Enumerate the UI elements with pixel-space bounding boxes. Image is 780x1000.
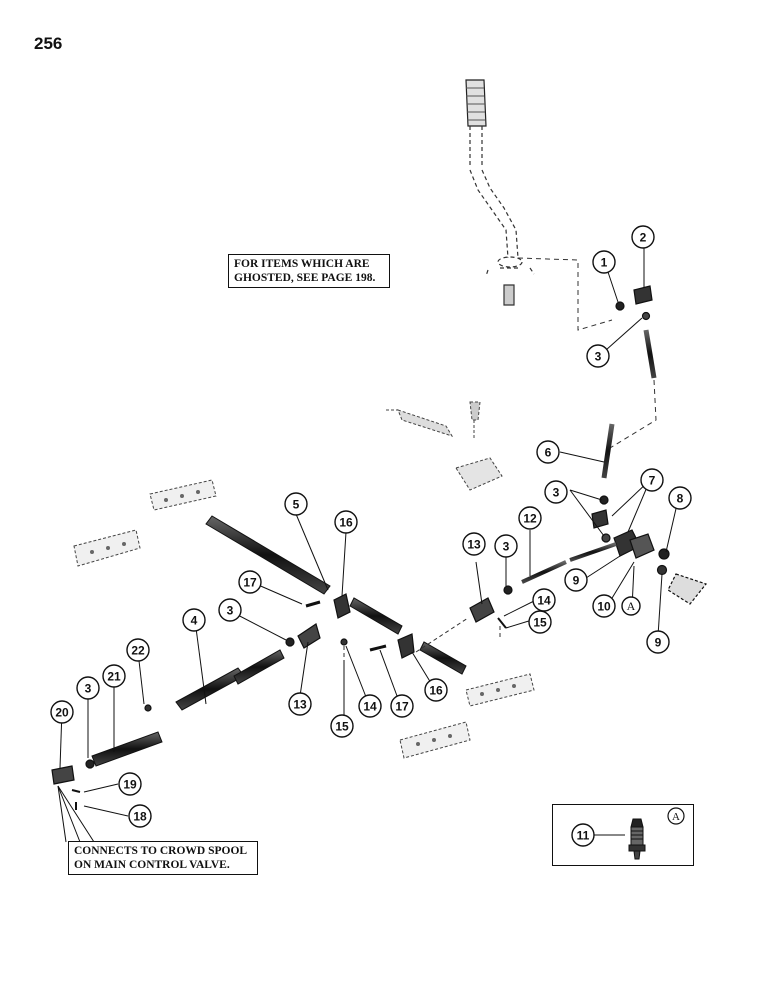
rod-6 bbox=[601, 423, 615, 479]
ghosted-bracket bbox=[386, 401, 503, 491]
callout-5: 5 bbox=[284, 492, 308, 516]
callout-1: 1 bbox=[592, 250, 616, 274]
fitting-11-icon bbox=[628, 818, 646, 860]
callout-16-label: 16 bbox=[339, 516, 353, 530]
detail-view-drawing: 11 A bbox=[571, 807, 685, 860]
crowd-spool-note: CONNECTS TO CROWD SPOOL ON MAIN CONTROL … bbox=[68, 841, 258, 875]
callout-19-label: 19 bbox=[123, 778, 137, 792]
callout-14-label: 14 bbox=[363, 700, 377, 714]
crowd-note-line-2: ON MAIN CONTROL VALVE. bbox=[74, 859, 230, 871]
detail-part-label: 11 bbox=[577, 829, 590, 843]
callout-15b: 15 bbox=[528, 610, 552, 634]
callout-14: 14 bbox=[358, 694, 382, 718]
ghosted-control-lever bbox=[465, 79, 535, 306]
callout-16b: 16 bbox=[424, 678, 448, 702]
detail-view-a: 11 A bbox=[552, 804, 694, 866]
clevis-parts bbox=[51, 585, 513, 810]
ghosted-mounting-plates bbox=[73, 479, 535, 759]
callout-9: 9 bbox=[564, 568, 588, 592]
callout-3d-label: 3 bbox=[227, 604, 234, 618]
callout-3c-label: 3 bbox=[503, 540, 510, 554]
callout-13b: 13 bbox=[288, 692, 312, 716]
callout-8: 8 bbox=[668, 486, 692, 510]
callout-13b-label: 13 bbox=[293, 698, 307, 712]
callout-13: 13 bbox=[462, 532, 486, 556]
callouts: 1 2 3 6 3 7 8 5 16 12 13 3 9 10 A 9 17 3… bbox=[50, 225, 692, 828]
callout-17-label: 17 bbox=[243, 576, 257, 590]
callout-9b: 9 bbox=[646, 630, 670, 654]
callout-16b-label: 16 bbox=[429, 684, 443, 698]
callout-13-label: 13 bbox=[467, 538, 481, 552]
callout-6: 6 bbox=[536, 440, 560, 464]
callout-17b: 17 bbox=[390, 694, 414, 718]
callout-6-label: 6 bbox=[545, 446, 552, 460]
callout-5-label: 5 bbox=[293, 498, 300, 512]
callout-3-label: 3 bbox=[595, 350, 602, 364]
callout-15: 15 bbox=[330, 714, 354, 738]
callout-15b-label: 15 bbox=[533, 616, 547, 630]
callout-20-label: 20 bbox=[55, 706, 69, 720]
connection-line-lever bbox=[517, 257, 613, 331]
ghosted-items-note: FOR ITEMS WHICH ARE GHOSTED, SEE PAGE 19… bbox=[228, 254, 390, 288]
callout-4-label: 4 bbox=[191, 614, 198, 628]
detail-view-letter: A bbox=[672, 811, 680, 823]
callout-9-label: 9 bbox=[573, 574, 580, 588]
callout-3e-label: 3 bbox=[85, 682, 92, 696]
callout-14b-label: 14 bbox=[537, 594, 551, 608]
callout-12: 12 bbox=[518, 506, 542, 530]
callout-18-label: 18 bbox=[133, 810, 147, 824]
callout-14b: 14 bbox=[532, 588, 556, 612]
callout-19: 19 bbox=[118, 772, 142, 796]
callout-7: 7 bbox=[640, 468, 664, 492]
callout-10-label: 10 bbox=[597, 600, 611, 614]
page-number: 256 bbox=[34, 34, 63, 53]
callout-2-label: 2 bbox=[640, 231, 647, 245]
callout-A: A bbox=[621, 596, 641, 616]
callout-17: 17 bbox=[238, 570, 262, 594]
callout-3: 3 bbox=[586, 344, 610, 368]
callout-3b: 3 bbox=[544, 480, 568, 504]
callout-12-label: 12 bbox=[523, 512, 537, 526]
callout-3e: 3 bbox=[76, 676, 100, 700]
connection-line-rod6 bbox=[609, 379, 657, 449]
callout-1-label: 1 bbox=[601, 256, 608, 270]
callout-3c: 3 bbox=[494, 534, 518, 558]
right-linkage-block bbox=[569, 495, 708, 605]
callout-22-label: 22 bbox=[131, 644, 145, 658]
callout-17b-label: 17 bbox=[395, 700, 409, 714]
callout-21-label: 21 bbox=[107, 670, 121, 684]
callout-10: 10 bbox=[592, 594, 616, 618]
callout-3b-label: 3 bbox=[553, 486, 560, 500]
callout-20: 20 bbox=[50, 700, 74, 724]
callout-2: 2 bbox=[631, 225, 655, 249]
leader-lines bbox=[57, 248, 679, 843]
upper-linkage-parts bbox=[615, 285, 657, 379]
callout-8-label: 8 bbox=[677, 492, 684, 506]
callout-9b-label: 9 bbox=[655, 636, 662, 650]
callout-21: 21 bbox=[102, 664, 126, 688]
callout-4: 4 bbox=[182, 608, 206, 632]
callout-3d: 3 bbox=[218, 598, 242, 622]
callout-18: 18 bbox=[128, 804, 152, 828]
callout-A-label: A bbox=[627, 599, 636, 613]
callout-15-label: 15 bbox=[335, 720, 349, 734]
main-tubes bbox=[91, 515, 567, 767]
callout-16: 16 bbox=[334, 510, 358, 534]
ghosted-note-line-1: FOR ITEMS WHICH ARE bbox=[234, 258, 370, 270]
callout-22: 22 bbox=[126, 638, 150, 662]
crowd-note-line-1: CONNECTS TO CROWD SPOOL bbox=[74, 845, 248, 857]
callout-7-label: 7 bbox=[649, 474, 656, 488]
ghosted-note-line-2: GHOSTED, SEE PAGE 198. bbox=[234, 272, 376, 284]
